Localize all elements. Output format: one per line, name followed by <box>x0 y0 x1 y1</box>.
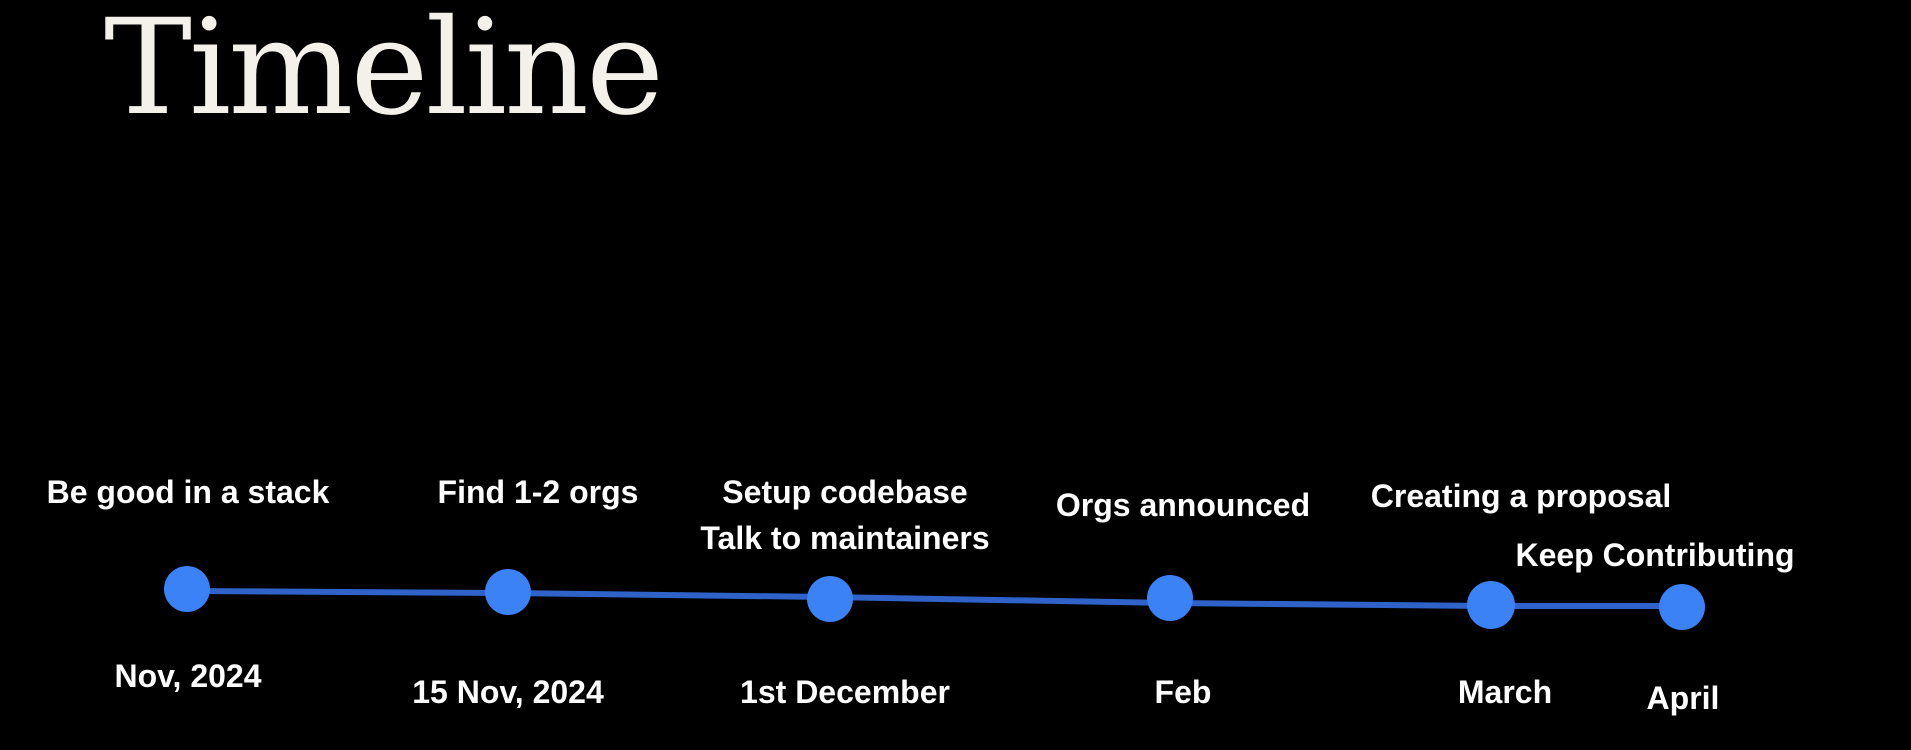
timeline-marker-15-nov-2024 <box>485 569 531 615</box>
timeline-marker-1st-december <box>807 576 853 622</box>
milestone-date-label: Nov, 2024 <box>114 658 262 694</box>
milestone-event-label-line2: Talk to maintainers <box>700 520 990 556</box>
timeline-marker-nov-2024 <box>164 566 210 612</box>
timeline-marker-april <box>1659 584 1705 630</box>
milestone-event-label: Setup codebase <box>722 474 968 510</box>
timeline-marker-feb <box>1147 575 1193 621</box>
page-title: Timeline <box>104 0 664 145</box>
milestone-date-label: 1st December <box>740 674 950 710</box>
milestone-event-label: Keep Contributing <box>1515 537 1795 573</box>
timeline-line <box>184 588 1686 609</box>
timeline-marker-march <box>1467 581 1515 629</box>
milestone-date-label: 15 Nov, 2024 <box>412 674 604 710</box>
milestone-event-label: Be good in a stack <box>46 474 330 510</box>
milestone-date-label: Feb <box>1154 674 1212 710</box>
milestone-event-label: Creating a proposal <box>1370 478 1672 514</box>
milestone-event-label: Orgs announced <box>1055 487 1311 523</box>
milestone-date-label: March <box>1457 674 1553 710</box>
milestone-event-label: Find 1-2 orgs <box>437 474 639 510</box>
milestone-date-label: April <box>1646 680 1720 716</box>
